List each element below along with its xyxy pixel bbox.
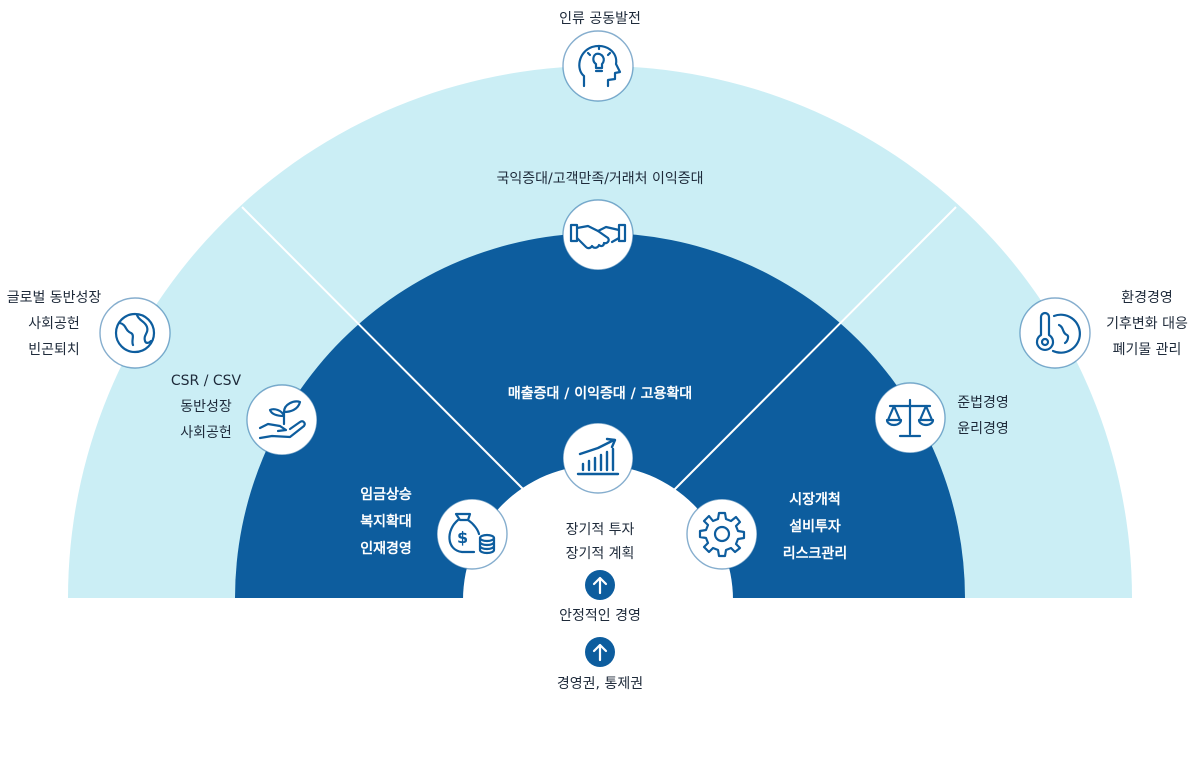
outer-left-label: 글로벌 동반성장 사회공헌 빈곤퇴치	[0, 285, 108, 363]
inner-left-label: CSR / CSV 동반성장 사회공헌	[148, 368, 264, 446]
bulb-head-icon	[578, 44, 622, 88]
icon-node-inner-top	[562, 199, 634, 271]
icon-node-inner-left	[246, 384, 318, 456]
icon-node-core-top	[562, 422, 634, 494]
icon-node-core-right	[686, 498, 758, 570]
inner-left-line-2: 동반성장	[180, 399, 232, 415]
core-right-line-1: 시장개척	[789, 492, 841, 508]
inner-left-line-3: 사회공헌	[180, 425, 232, 441]
inner-band	[235, 233, 965, 598]
center-middle-text: 안정적인 경영	[559, 608, 641, 624]
core-top-text: 매출증대 / 이익증대 / 고용확대	[507, 386, 693, 402]
outer-right-line-3: 폐기물 관리	[1112, 342, 1182, 358]
icon-node-outer-left	[99, 297, 171, 369]
core-right-label: 시장개척 설비투자 리스크관리	[768, 487, 862, 568]
center-bottom-text: 경영권, 통제권	[556, 676, 644, 692]
arrow-up-icon-1	[585, 570, 615, 600]
outer-right-label: 환경경영 기후변화 대응 폐기물 관리	[1095, 285, 1199, 363]
arrow-up-icon-2	[585, 637, 615, 667]
core-left-line-3: 인재경영	[360, 541, 412, 557]
outer-right-line-1: 환경경영	[1121, 290, 1173, 306]
gear-icon	[698, 511, 746, 558]
growth-chart-icon	[576, 437, 620, 476]
handshake-icon	[569, 223, 627, 250]
core-left-line-2: 복지확대	[360, 514, 412, 530]
center-middle-label: 안정적인 경영	[520, 603, 680, 629]
center-line-2: 장기적 계획	[565, 546, 635, 562]
icon-node-inner-right	[874, 382, 946, 454]
inner-right-line-1: 준법경영	[957, 395, 1009, 411]
center-circle	[463, 465, 733, 735]
inner-right-line-2: 윤리경영	[957, 421, 1009, 437]
svg-text:$: $	[457, 528, 468, 547]
globe-icon	[114, 312, 156, 354]
inner-right-label: 준법경영 윤리경영	[945, 390, 1021, 442]
money-bag-icon: $	[448, 512, 496, 555]
core-right-line-3: 리스크관리	[782, 546, 848, 562]
core-left-line-1: 임금상승	[360, 487, 412, 503]
core-left-label: 임금상승 복지확대 인재경영	[340, 482, 432, 563]
inner-top-label: 국익증대/고객만족/거래처 이익증대	[440, 166, 760, 192]
icon-node-core-left: $	[436, 498, 508, 570]
outer-right-line-2: 기후변화 대응	[1106, 316, 1188, 332]
outer-left-line-1: 글로벌 동반성장	[6, 290, 102, 306]
icon-node-outer-top	[562, 30, 634, 102]
inner-top-text: 국익증대/고객만족/거래처 이익증대	[496, 171, 704, 187]
scales-icon	[885, 398, 935, 438]
thermometer-earth-icon	[1035, 311, 1081, 354]
icon-node-outer-right	[1019, 297, 1091, 369]
inner-left-line-1: CSR / CSV	[170, 373, 242, 389]
core-top-label: 매출증대 / 이익증대 / 고용확대	[460, 381, 740, 407]
outer-top-text: 인류 공동발전	[559, 11, 641, 27]
outer-top-label: 인류 공동발전	[500, 6, 700, 32]
plant-hand-icon	[258, 400, 306, 440]
core-right-line-2: 설비투자	[789, 519, 841, 535]
divider-left	[241, 206, 525, 491]
center-line-1: 장기적 투자	[565, 522, 635, 538]
divider-right	[673, 206, 957, 491]
outer-left-line-2: 사회공헌	[28, 316, 80, 332]
outer-left-line-3: 빈곤퇴치	[28, 342, 80, 358]
center-plan-label: 장기적 투자 장기적 계획	[520, 518, 680, 566]
center-bottom-label: 경영권, 통제권	[520, 671, 680, 697]
